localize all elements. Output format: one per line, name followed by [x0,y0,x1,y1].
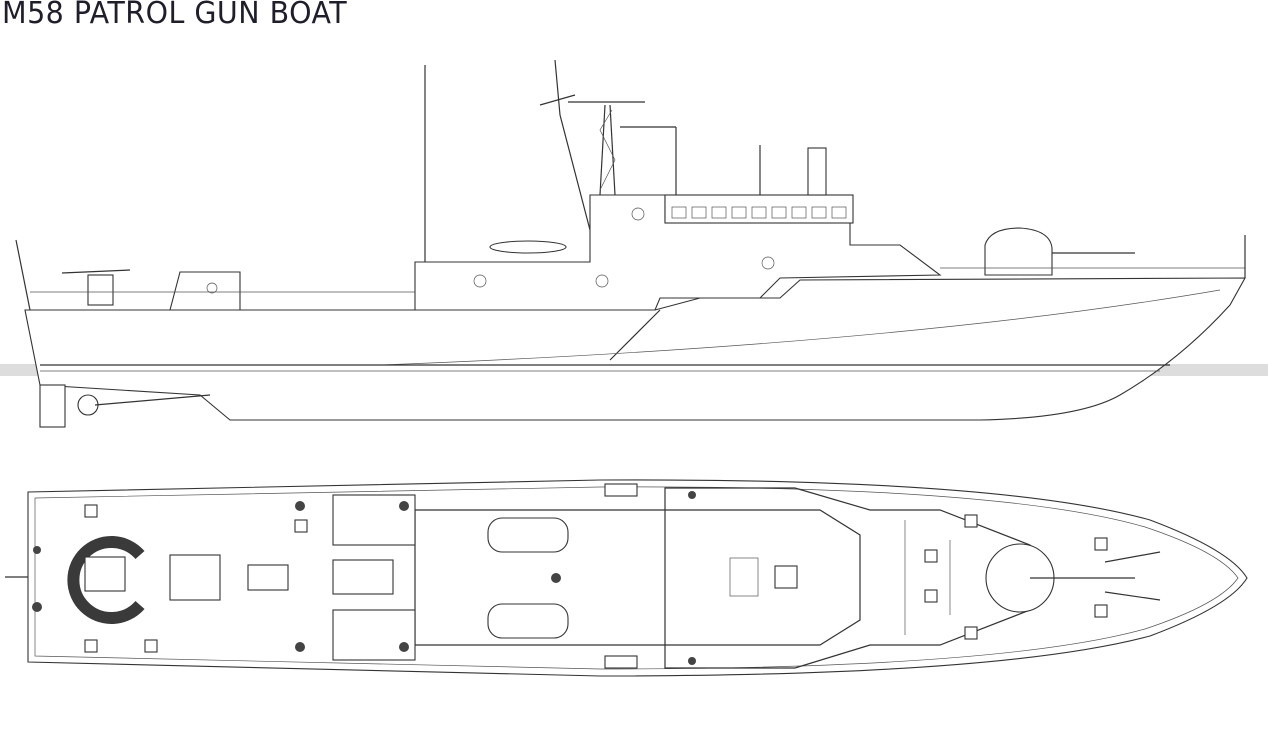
superstructure [414,194,942,311]
deck-railing [30,267,1245,293]
portholes [206,207,775,294]
drawing-title: M58 PATROL GUN BOAT [2,0,348,31]
rudder [39,384,66,428]
aft-gun-ring [67,536,145,624]
deck-fittings [32,483,1108,669]
plan-view [5,479,1248,677]
rib-boats-plan [487,517,569,639]
bridge-windows [671,206,847,219]
aft-deckhouse [169,271,241,311]
aft-gun-mount [61,269,131,306]
main-gun-turret [984,227,1053,276]
fire-control-director [807,147,827,196]
stern-flagstaff [15,239,31,311]
side-profile-view [0,59,1268,428]
hull-profile [24,277,1246,421]
hatches [169,494,759,661]
rib-boat [489,240,567,254]
bridge [664,194,854,224]
forward-machine-guns [1104,551,1161,601]
mast [539,59,761,231]
